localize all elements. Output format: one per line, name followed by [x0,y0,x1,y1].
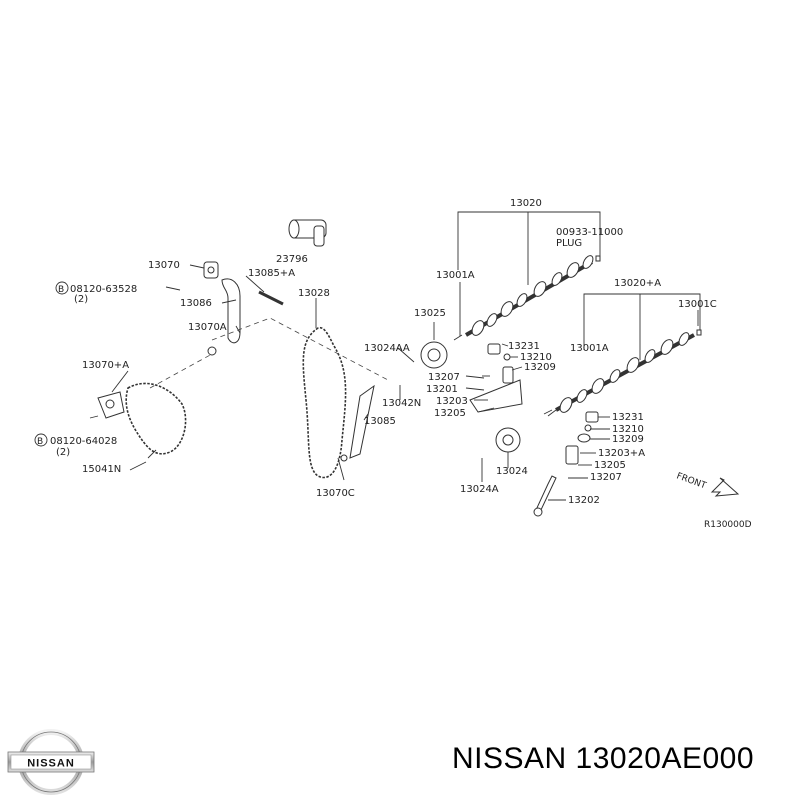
label-13001c: 13001C [678,299,717,310]
tensioner-13070a [207,346,217,356]
brand-part-number: NISSAN 13020AE000 [452,742,755,775]
label-13024aa: 13024AA [364,343,410,354]
camshaft-13020a-group [543,293,702,415]
label-08120-63528: 08120-63528 [70,284,137,295]
label-13205-top: 13205 [434,408,466,419]
chain-guide-13086 [221,278,241,344]
label-13070a: 13070A [188,322,227,333]
label-13085a: 13085+A [248,268,295,279]
label-13001a-top: 13001A [436,270,475,281]
timing-chain-13028 [302,298,347,479]
label-13209-top: 13209 [524,362,556,373]
part-13070c [340,454,348,462]
bolt-mark-1: B [55,281,69,295]
pin-13085a [258,290,284,306]
label-13210-top: 13210 [520,352,552,363]
label-13231-top: 13231 [508,341,540,352]
valve-cluster-right [533,411,599,517]
nissan-logo: NISSAN [7,729,95,795]
label-qty-1: (2) [74,294,88,305]
label-13207-right: 13207 [590,472,622,483]
label-qty-2: (2) [56,447,70,458]
sprocket-13024 [495,427,521,468]
label-13070: 13070 [148,260,180,271]
valve-cluster-top [469,343,523,413]
logo-wordmark: NISSAN [27,758,75,770]
label-13024a: 13024A [460,484,499,495]
part-labels: 13020 00933-11000 PLUG 23796 13070 13085… [50,198,752,530]
label-13020a: 13020+A [614,278,661,289]
label-13070pa: 13070+A [82,360,129,371]
label-00933-11000: 00933-11000 [556,227,623,238]
label-13042n: 13042N [382,398,421,409]
part-23796 [288,219,327,247]
front-arrow [710,477,740,497]
label-13001a-right: 13001A [570,343,609,354]
chain-guide-13085 [349,384,375,459]
label-plug: PLUG [556,238,582,249]
tensioner-13070 [203,261,219,279]
bolt-mark-2: B [34,433,48,447]
label-15041n: 15041N [82,464,121,475]
label-13085: 13085 [364,416,396,427]
camshaft-13020-group [453,211,601,341]
label-13210-right: 13210 [612,424,644,435]
label-front: FRONT [675,471,708,491]
bolt-mark-1-letter: B [58,285,64,295]
label-reference: R130000D [704,520,752,530]
label-13025: 13025 [414,308,446,319]
label-13203: 13203 [436,396,468,407]
label-13205-right: 13205 [594,460,626,471]
timing-chain-15041n [125,382,187,459]
label-13203a: 13203+A [598,448,645,459]
label-13201: 13201 [426,384,458,395]
label-13028: 13028 [298,288,330,299]
label-13070c: 13070C [316,488,355,499]
bolt-mark-2-letter: B [37,437,43,447]
leader-lines [89,264,699,501]
tensioner-13070pa [97,391,125,419]
label-13086: 13086 [180,298,212,309]
label-13202: 13202 [568,495,600,506]
label-13231-right: 13231 [612,412,644,423]
label-23796: 23796 [276,254,308,265]
label-13020: 13020 [510,198,542,209]
label-13024: 13024 [496,466,528,477]
label-08120-64028: 08120-64028 [50,436,117,447]
sprocket-13025 [420,322,448,369]
label-13207-top: 13207 [428,372,460,383]
label-13209-right: 13209 [612,434,644,445]
